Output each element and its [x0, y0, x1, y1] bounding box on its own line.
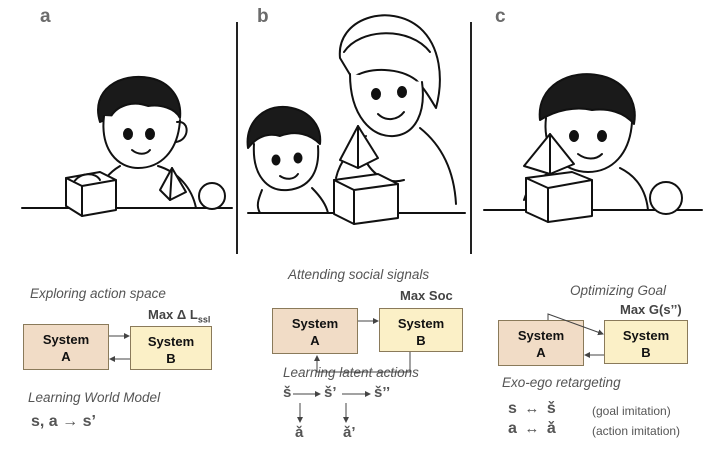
panel-a-max-label: Max Δ Lssl	[148, 307, 210, 325]
panel-b-system-b: System B	[379, 308, 463, 352]
panel-c-row-goal-note: (goal imitation)	[592, 404, 671, 418]
illustration-child-goal	[483, 73, 703, 223]
panel-c-row-action-lhs: a	[508, 420, 517, 437]
panel-c-row-goal-rhs: š	[546, 400, 556, 417]
panel-c-caption-bottom: Exo-ego retargeting	[502, 375, 621, 390]
panel-a-system-a-line2: A	[61, 349, 71, 364]
panel-c-row-goal-arrow: ↔	[524, 400, 540, 417]
panel-c-arrow-a-to-b	[547, 313, 604, 336]
panel-a-caption-bottom: Learning World Model	[28, 390, 161, 405]
panel-b-system-b-line1: System	[397, 316, 445, 331]
panel-b-arrow-b-to-a	[314, 352, 411, 373]
panel-b-action-2: ǎ’	[343, 424, 356, 441]
panel-c-system-b: System B	[604, 320, 688, 364]
panel-b-system-a-line2: A	[310, 333, 320, 348]
panel-a-letter: a	[40, 6, 51, 27]
panel-c-system-b-line2: B	[641, 345, 651, 360]
panel-c-row-action-rhs: ǎ	[546, 420, 556, 437]
illustration-child-exploring	[21, 75, 233, 217]
panel-c-row-action: a ↔ ǎ	[508, 420, 556, 438]
panel-c-caption-top: Optimizing Goal	[570, 283, 667, 298]
panel-a-system-a: System A	[23, 324, 109, 370]
panel-b-letter: b	[257, 6, 269, 27]
panel-c-system-a: System A	[498, 320, 584, 366]
illustration-adult-child-social	[246, 14, 466, 225]
panel-b-state-3: š’’	[374, 384, 391, 401]
panel-b-system-a-line1: System	[291, 316, 339, 331]
panel-b-state-1: š	[283, 384, 292, 401]
panel-c-row-goal-lhs: s	[508, 400, 517, 417]
panel-a-max-label-sub: ssl	[197, 314, 211, 325]
panel-b-caption-top: Attending social signals	[288, 267, 430, 282]
panel-a-system-b-line1: System	[147, 334, 195, 349]
panel-a-formula: s, a → s’	[31, 413, 96, 430]
panel-c-letter: c	[495, 6, 506, 27]
panel-b-system-b-line2: B	[416, 333, 426, 348]
panel-c-row-action-note: (action imitation)	[592, 424, 681, 438]
panel-b-state-2: š’	[324, 384, 337, 401]
panel-c-max-label: Max G(s’’)	[620, 302, 682, 317]
panel-a-max-label-text: Max Δ L	[148, 307, 198, 322]
panel-b-max-label: Max Soc	[400, 288, 453, 303]
panel-a-system-a-line1: System	[42, 332, 90, 347]
divider-right	[470, 22, 472, 254]
divider-left	[236, 22, 238, 254]
panel-b-system-a: System A	[272, 308, 358, 354]
panel-c-row-goal: s ↔ š	[508, 400, 556, 418]
panel-c-system-a-line1: System	[517, 328, 565, 343]
panel-c-system-b-line1: System	[622, 328, 670, 343]
panel-a-system-b-line2: B	[166, 351, 176, 366]
panel-c-system-a-line2: A	[536, 345, 546, 360]
panel-a-caption-top: Exploring action space	[30, 286, 166, 301]
panel-c-row-action-arrow: ↔	[524, 420, 540, 437]
panel-a-system-b: System B	[130, 326, 212, 370]
panel-b-action-1: ǎ	[295, 424, 304, 441]
